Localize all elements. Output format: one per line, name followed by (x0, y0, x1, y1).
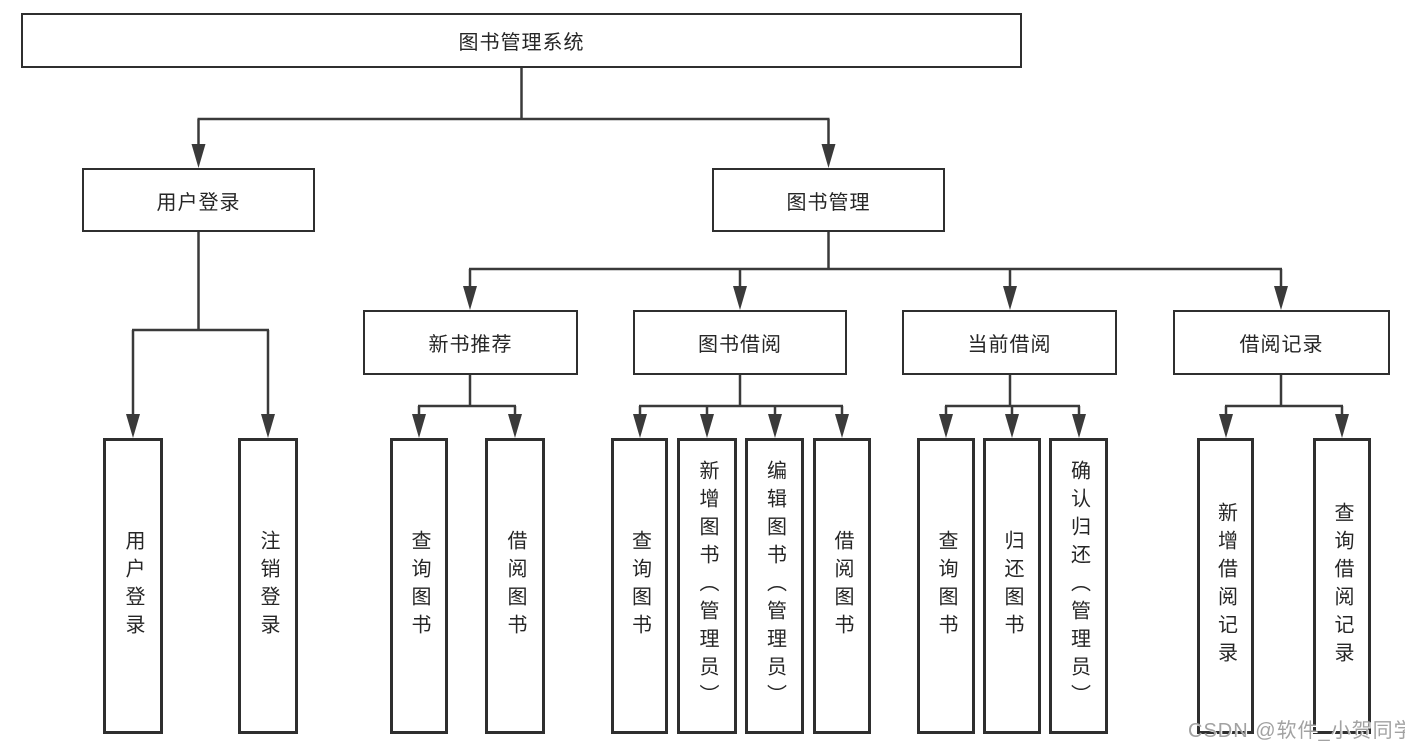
leaf-logout-login: 注销登录 (238, 438, 298, 734)
node-library-system-label: 图书管理系统 (458, 32, 585, 54)
leaf-logout-login-label: 注销登录 (257, 530, 279, 642)
leaf-edit-book-admin: 编辑图书（管理员） (745, 438, 804, 734)
node-borrowing-records-label: 借阅记录 (1239, 334, 1324, 356)
node-new-book-recommend: 新书推荐 (363, 310, 578, 375)
node-book-management-label: 图书管理 (786, 191, 871, 214)
leaf-borrow-book-2-label: 借阅图书 (831, 530, 853, 642)
leaf-add-borrow-record: 新增借阅记录 (1197, 438, 1254, 734)
leaf-confirm-return-admin-label: 确认归还（管理员） (1067, 460, 1090, 712)
leaf-add-book-admin-label: 新增图书（管理员） (696, 460, 718, 712)
leaf-query-book-2-label: 查询图书 (628, 530, 651, 642)
leaf-user-login: 用户登录 (103, 438, 163, 734)
leaf-query-book-1-label: 查询图书 (408, 530, 430, 642)
node-user-login-label: 用户登录 (156, 191, 241, 214)
node-book-borrowing: 图书借阅 (633, 310, 847, 375)
leaf-return-book-label: 归还图书 (1001, 530, 1023, 642)
node-book-management: 图书管理 (712, 168, 945, 232)
leaf-query-book-3: 查询图书 (917, 438, 975, 734)
leaf-confirm-return-admin: 确认归还（管理员） (1049, 438, 1108, 734)
node-library-system: 图书管理系统 (21, 13, 1022, 68)
node-current-borrowing-label: 当前借阅 (967, 334, 1052, 356)
leaf-edit-book-admin-label: 编辑图书（管理员） (763, 460, 786, 712)
node-new-book-recommend-label: 新书推荐 (428, 334, 513, 356)
node-book-borrowing-label: 图书借阅 (698, 334, 782, 356)
watermark: CSDN @软件_小贺同学 (1188, 720, 1405, 742)
leaf-query-book-1: 查询图书 (390, 438, 448, 734)
leaf-borrow-book-1: 借阅图书 (485, 438, 545, 734)
node-current-borrowing: 当前借阅 (902, 310, 1117, 375)
leaf-return-book: 归还图书 (983, 438, 1041, 734)
leaf-add-book-admin: 新增图书（管理员） (677, 438, 737, 734)
leaf-borrow-book-1-label: 借阅图书 (504, 530, 526, 642)
node-borrowing-records: 借阅记录 (1173, 310, 1390, 375)
node-user-login: 用户登录 (82, 168, 315, 232)
leaf-query-borrow-record-label: 查询借阅记录 (1331, 502, 1353, 670)
leaf-add-borrow-record-label: 新增借阅记录 (1214, 502, 1237, 670)
leaf-user-login-label: 用户登录 (122, 530, 144, 642)
leaf-query-book-3-label: 查询图书 (935, 530, 957, 642)
leaf-query-borrow-record: 查询借阅记录 (1313, 438, 1371, 734)
leaf-query-book-2: 查询图书 (611, 438, 668, 734)
leaf-borrow-book-2: 借阅图书 (813, 438, 871, 734)
